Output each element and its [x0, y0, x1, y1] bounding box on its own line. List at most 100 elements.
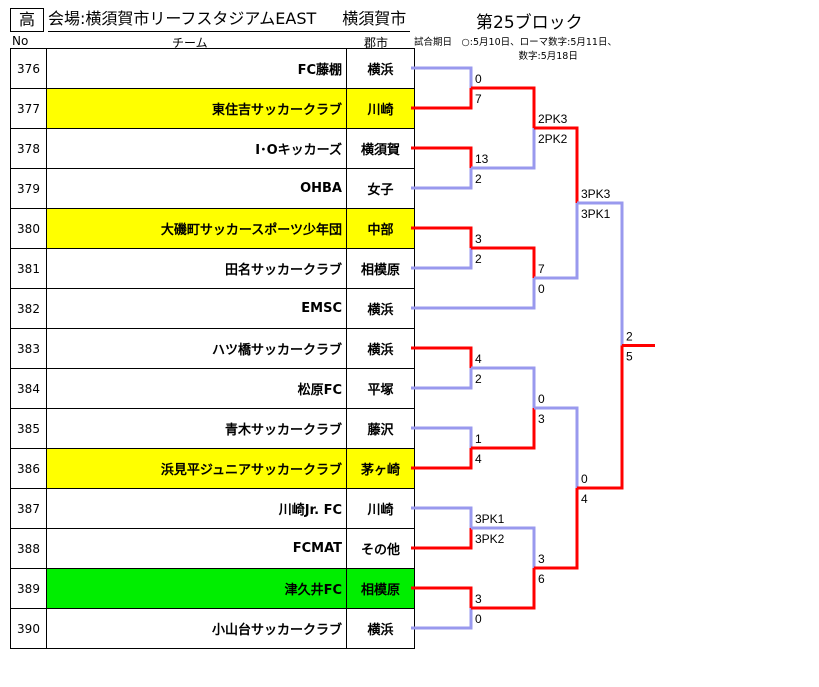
score-m3-bottom: 2 [475, 252, 482, 266]
header-no: No [12, 34, 29, 48]
team-city: 川崎 [346, 88, 415, 129]
score-r3b-bottom: 4 [581, 492, 588, 506]
team-city: 平塚 [346, 368, 415, 409]
team-city: 茅ヶ崎 [346, 448, 415, 489]
team-name: ハツ橋サッカークラブ [46, 328, 347, 369]
block-title: 第25ブロック [476, 13, 583, 33]
bracket-line-r2a-bottom [471, 128, 536, 170]
score-r2c-top: 0 [538, 392, 545, 406]
bracket-line-r3a-bottom [534, 203, 579, 280]
score-m2-bottom: 2 [475, 172, 482, 186]
team-name: 川崎Jr. FC [46, 488, 347, 529]
score-m1-top: 0 [475, 72, 482, 86]
team-city: 中部 [346, 208, 415, 249]
bracket-line-m5-top [411, 426, 473, 448]
bracket-line-m4-top [411, 346, 473, 368]
team-name: 東住吉サッカークラブ [46, 88, 347, 129]
team-name: OHBA [46, 168, 347, 209]
team-name: 小山台サッカークラブ [46, 608, 347, 649]
category-badge: 高 [10, 8, 44, 32]
team-city: 川崎 [346, 488, 415, 529]
score-m3-top: 3 [475, 232, 482, 246]
bracket-line-m3-bottom [411, 248, 473, 270]
score-m1-bottom: 7 [475, 92, 482, 106]
bracket-line-r2d-top [471, 526, 536, 568]
team-city: 横須賀 [346, 128, 415, 169]
score-m4-bottom: 2 [475, 372, 482, 386]
score-final-bottom: 5 [626, 350, 633, 364]
venue-city: 横須賀市 [342, 9, 407, 28]
team-city: 相模原 [346, 568, 415, 609]
bracket-line-final-top [577, 201, 624, 346]
team-city: 横浜 [346, 48, 415, 89]
score-r2d-top: 3 [538, 552, 545, 566]
team-city: 藤沢 [346, 408, 415, 449]
score-r2b-bottom: 0 [538, 282, 545, 296]
score-m7-bottom: 0 [475, 612, 482, 626]
match-dates-note: 試合期日 ○:5月10日、ローマ数字:5月11日、 数字:5月18日 [414, 37, 617, 62]
team-number: 381 [10, 248, 47, 289]
team-number: 388 [10, 528, 47, 569]
bracket-line-r2a-top [471, 86, 536, 128]
score-r2c-bottom: 3 [538, 412, 545, 426]
header-team: チーム [172, 36, 208, 50]
team-number: 387 [10, 488, 47, 529]
score-m2-top: 13 [475, 152, 489, 166]
bracket-line-r2c-top [471, 366, 536, 408]
team-number: 378 [10, 128, 47, 169]
bracket-line-m1-top [411, 66, 473, 88]
team-number: 377 [10, 88, 47, 129]
score-m4-top: 4 [475, 352, 482, 366]
team-name: FCMAT [46, 528, 347, 569]
score-r3b-top: 0 [581, 472, 588, 486]
score-final-top: 2 [626, 330, 633, 344]
team-name: 津久井FC [46, 568, 347, 609]
bracket-line-m6-bottom [411, 528, 473, 550]
bracket-line-m7-top [411, 586, 473, 608]
bracket-line-final-bottom [577, 345, 624, 490]
bracket-line-r3b-top [534, 406, 579, 488]
team-name: 浜見平ジュニアサッカークラブ [46, 448, 347, 489]
bracket-line-r3b-bottom [534, 488, 579, 570]
team-city: 横浜 [346, 328, 415, 369]
team-number: 386 [10, 448, 47, 489]
team-number: 390 [10, 608, 47, 649]
bracket-line-m2-top [411, 146, 473, 168]
bracket-line-r2d-bottom [471, 568, 536, 610]
header-city: 郡市 [364, 36, 389, 50]
team-city: 横浜 [346, 608, 415, 649]
team-name: 大磯町サッカースポーツ少年団 [46, 208, 347, 249]
bracket-line-m7-bottom [411, 608, 473, 630]
score-m5-top: 1 [475, 432, 482, 446]
bracket-line-r2c-bottom [471, 408, 536, 450]
score-r3a-top: 3PK3 [581, 187, 611, 201]
bracket-line-m6-top [411, 506, 473, 528]
venue-name: 会場:横須賀市リーフスタジアムEAST [48, 9, 317, 28]
score-r2d-bottom: 6 [538, 572, 545, 586]
bracket-line-r2b-top [471, 246, 536, 278]
score-r2a-top: 2PK3 [538, 112, 568, 126]
score-m5-bottom: 4 [475, 452, 482, 466]
bracket-line-r2b-bottom [411, 278, 536, 310]
score-m6-top: 3PK1 [475, 512, 505, 526]
score-m7-top: 3 [475, 592, 482, 606]
bracket-line-r3a-top [534, 126, 579, 203]
bracket-line-m4-bottom [411, 368, 473, 390]
bracket-line-m3-top [411, 226, 473, 248]
team-number: 382 [10, 288, 47, 329]
team-number: 379 [10, 168, 47, 209]
